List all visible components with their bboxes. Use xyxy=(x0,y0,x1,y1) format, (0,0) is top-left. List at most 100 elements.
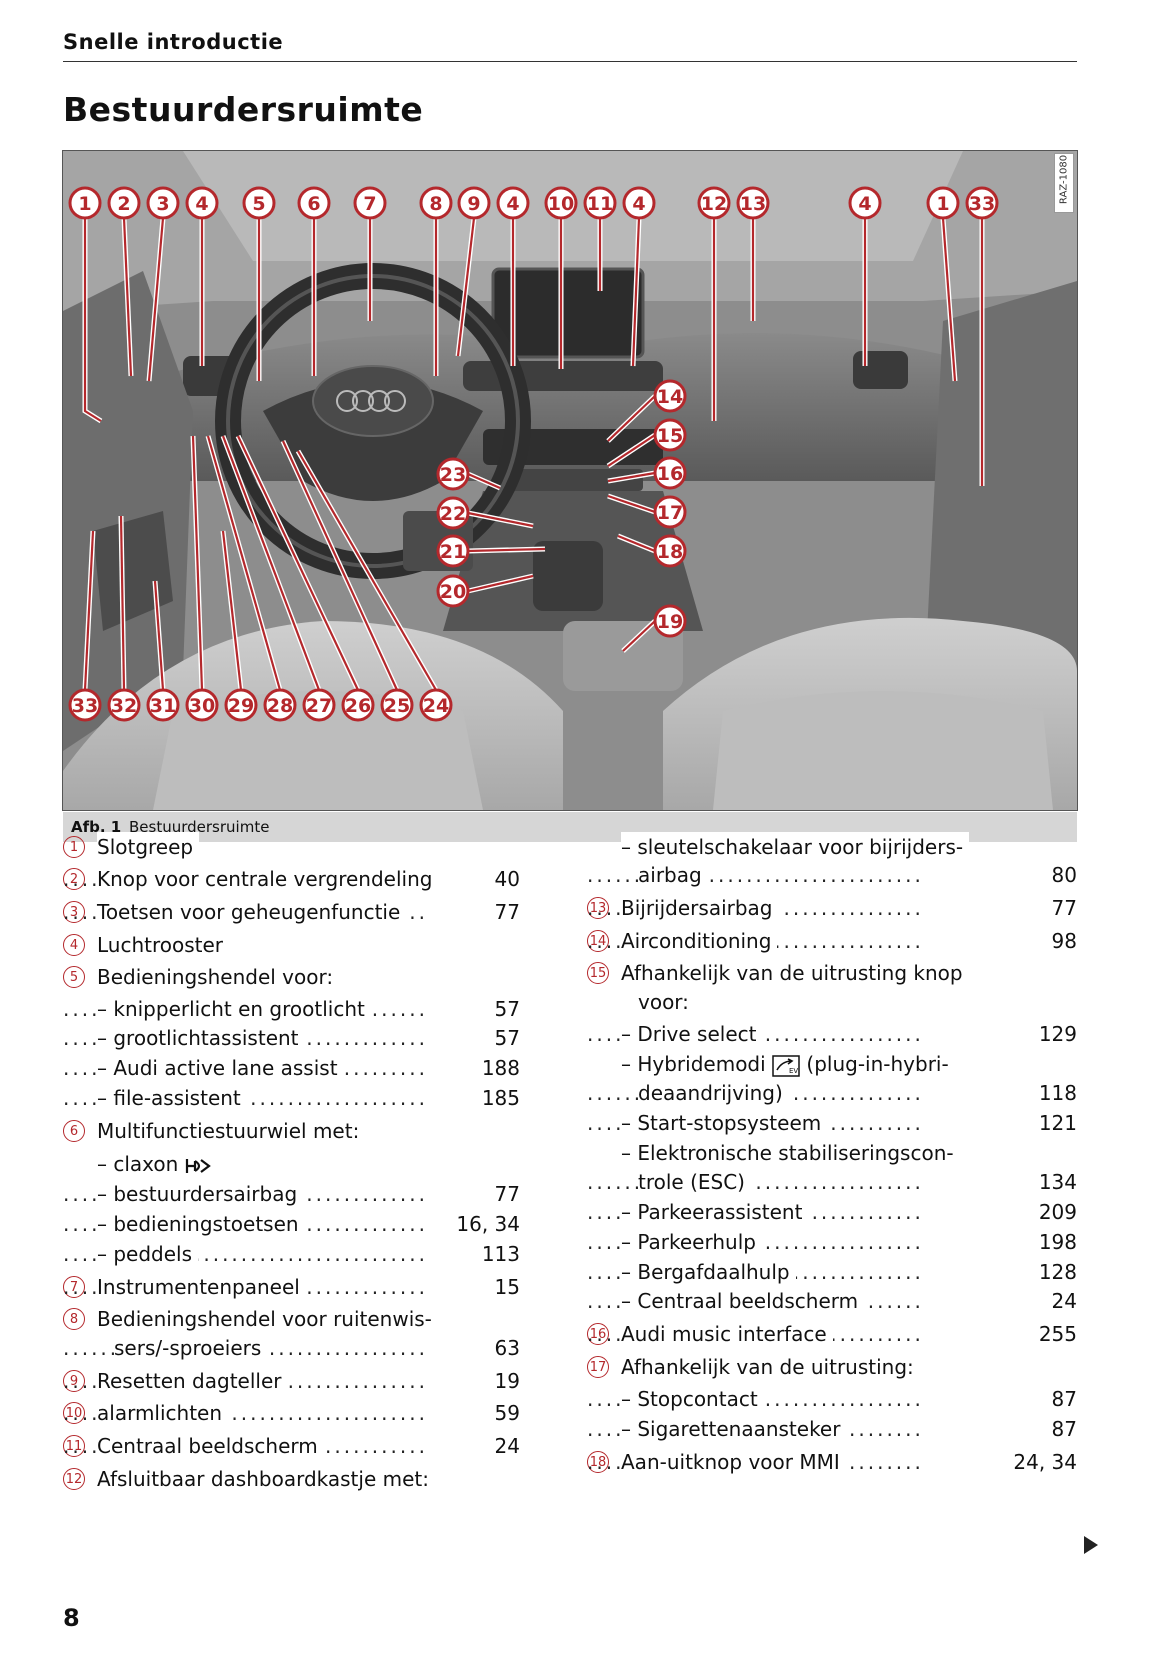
page-reference: 87 xyxy=(1051,1387,1077,1411)
page-reference: 57 xyxy=(494,997,520,1021)
callout-27: 27 xyxy=(302,688,336,722)
leader-line xyxy=(221,435,321,691)
legend-label: – claxon xyxy=(97,1149,217,1179)
callout-circle xyxy=(653,456,687,490)
legend-number-badge: 17 xyxy=(587,1356,609,1378)
legend-row: – peddels...............................… xyxy=(63,1239,520,1269)
legend-text: – Bergafdaalhulp xyxy=(621,1260,790,1284)
legend-label: Afhankelijk van de uitrusting: xyxy=(621,1352,920,1382)
figure-code: RAZ-1080 xyxy=(1058,154,1070,205)
callout-12: 12 xyxy=(697,186,731,220)
legend-text: – bedieningstoetsen xyxy=(97,1212,299,1236)
legend-label: Audi music interface xyxy=(621,1319,833,1349)
legend-text: Multifunctiestuurwiel met: xyxy=(97,1119,360,1143)
callout-10: 10 xyxy=(544,186,578,220)
callout-circle xyxy=(965,186,999,220)
legend-number-badge: 1 xyxy=(63,836,85,858)
leader-line xyxy=(191,435,204,691)
legend-text: airbag xyxy=(638,863,702,887)
page-reference: 188 xyxy=(481,1056,520,1080)
legend-label: – bestuurdersairbag xyxy=(97,1179,304,1209)
callout-5: 5 xyxy=(242,186,276,220)
callout-number: 25 xyxy=(384,695,410,717)
leader-line xyxy=(83,530,95,691)
callout-circle xyxy=(185,688,219,722)
callout-circle xyxy=(457,186,491,220)
page-reference: 77 xyxy=(494,900,520,924)
leader-line xyxy=(119,515,126,691)
legend-label: airbag xyxy=(638,860,708,890)
ev-icon: EV xyxy=(772,1054,800,1077)
legend-number-badge: 18 xyxy=(587,1451,609,1473)
legend-label: Centraal beeldscherm xyxy=(97,1431,324,1461)
callout-20: 20 xyxy=(436,574,470,608)
callout-number: 16 xyxy=(657,463,683,485)
callout-21: 21 xyxy=(436,534,470,568)
legend-label: – Stopcontact xyxy=(621,1384,764,1414)
legend-number-badge: 15 xyxy=(587,962,609,984)
callout-number: 26 xyxy=(345,695,371,717)
legend-number-badge: 6 xyxy=(63,1120,85,1142)
legend-text: Centraal beeldscherm xyxy=(97,1434,318,1458)
legend-number-badge: 16 xyxy=(587,1323,609,1345)
legend-text: – Elektronische stabiliseringscon- xyxy=(621,1141,954,1165)
leader-line xyxy=(607,395,656,442)
leader-line xyxy=(607,434,656,467)
legend-label: – peddels xyxy=(97,1239,199,1269)
callout-17: 17 xyxy=(653,495,687,529)
page-reference: 113 xyxy=(481,1242,520,1266)
callout-number: 1 xyxy=(78,193,91,215)
figure-code-box: RAZ-1080 xyxy=(1054,153,1074,213)
callout-number: 18 xyxy=(657,541,683,563)
legend-label: deaandrijving) xyxy=(638,1078,789,1108)
callout-circle xyxy=(419,688,453,722)
legend-row: – bedieningstoetsen.....................… xyxy=(63,1209,520,1239)
callout-circle xyxy=(653,379,687,413)
callout-9: 9 xyxy=(457,186,491,220)
callout-circle xyxy=(436,496,470,530)
legend-text: – Hybridemodi xyxy=(621,1052,766,1076)
legend-row: – Elektronische stabiliseringscon- xyxy=(587,1138,1077,1168)
legend-row: – Drive select..........................… xyxy=(587,1019,1077,1049)
legend-label: – Hybridemodi EV (plug-in-hybri- xyxy=(621,1049,955,1079)
callout-circle xyxy=(302,688,336,722)
leader-line xyxy=(456,217,476,357)
callout-circle xyxy=(926,186,960,220)
callout-number: 4 xyxy=(506,193,519,215)
legend-label: Instrumentenpaneel xyxy=(97,1272,306,1302)
legend-row: sers/-sproeiers.........................… xyxy=(63,1333,520,1363)
callout-30: 30 xyxy=(185,688,219,722)
legend-label: voor: xyxy=(638,987,695,1017)
callout-7: 7 xyxy=(353,186,387,220)
legend-number-badge: 10 xyxy=(63,1402,85,1424)
legend-label: – Start-stopsysteem xyxy=(621,1108,828,1138)
legend-label: – Elektronische stabiliseringscon- xyxy=(621,1138,960,1168)
leader-line xyxy=(122,217,133,377)
page-reference: 87 xyxy=(1051,1417,1077,1441)
callout-number: 13 xyxy=(740,193,766,215)
callout-4: 4 xyxy=(185,186,219,220)
callout-number: 31 xyxy=(150,695,176,717)
legend-text: deaandrijving) xyxy=(638,1081,783,1105)
leader-line xyxy=(297,450,437,691)
legend-number-badge: 13 xyxy=(587,897,609,919)
callout-number: 22 xyxy=(440,503,466,525)
legend-text: – grootlichtassistent xyxy=(97,1026,299,1050)
page-reference: 185 xyxy=(481,1086,520,1110)
callout-circle xyxy=(185,186,219,220)
callout-16: 16 xyxy=(653,456,687,490)
legend-label: Multifunctiestuurwiel met: xyxy=(97,1116,366,1146)
callout-13: 13 xyxy=(736,186,770,220)
legend-label: Luchtrooster xyxy=(97,930,230,960)
callout-18: 18 xyxy=(653,534,687,568)
legend-label: – grootlichtassistent xyxy=(97,1023,305,1053)
legend-label: – knipperlicht en grootlicht xyxy=(97,994,371,1024)
callout-circle xyxy=(107,186,141,220)
legend-label: Bedieningshendel voor ruitenwis- xyxy=(97,1304,438,1334)
callout-15: 15 xyxy=(653,418,687,452)
legend-number-badge: 11 xyxy=(63,1435,85,1457)
